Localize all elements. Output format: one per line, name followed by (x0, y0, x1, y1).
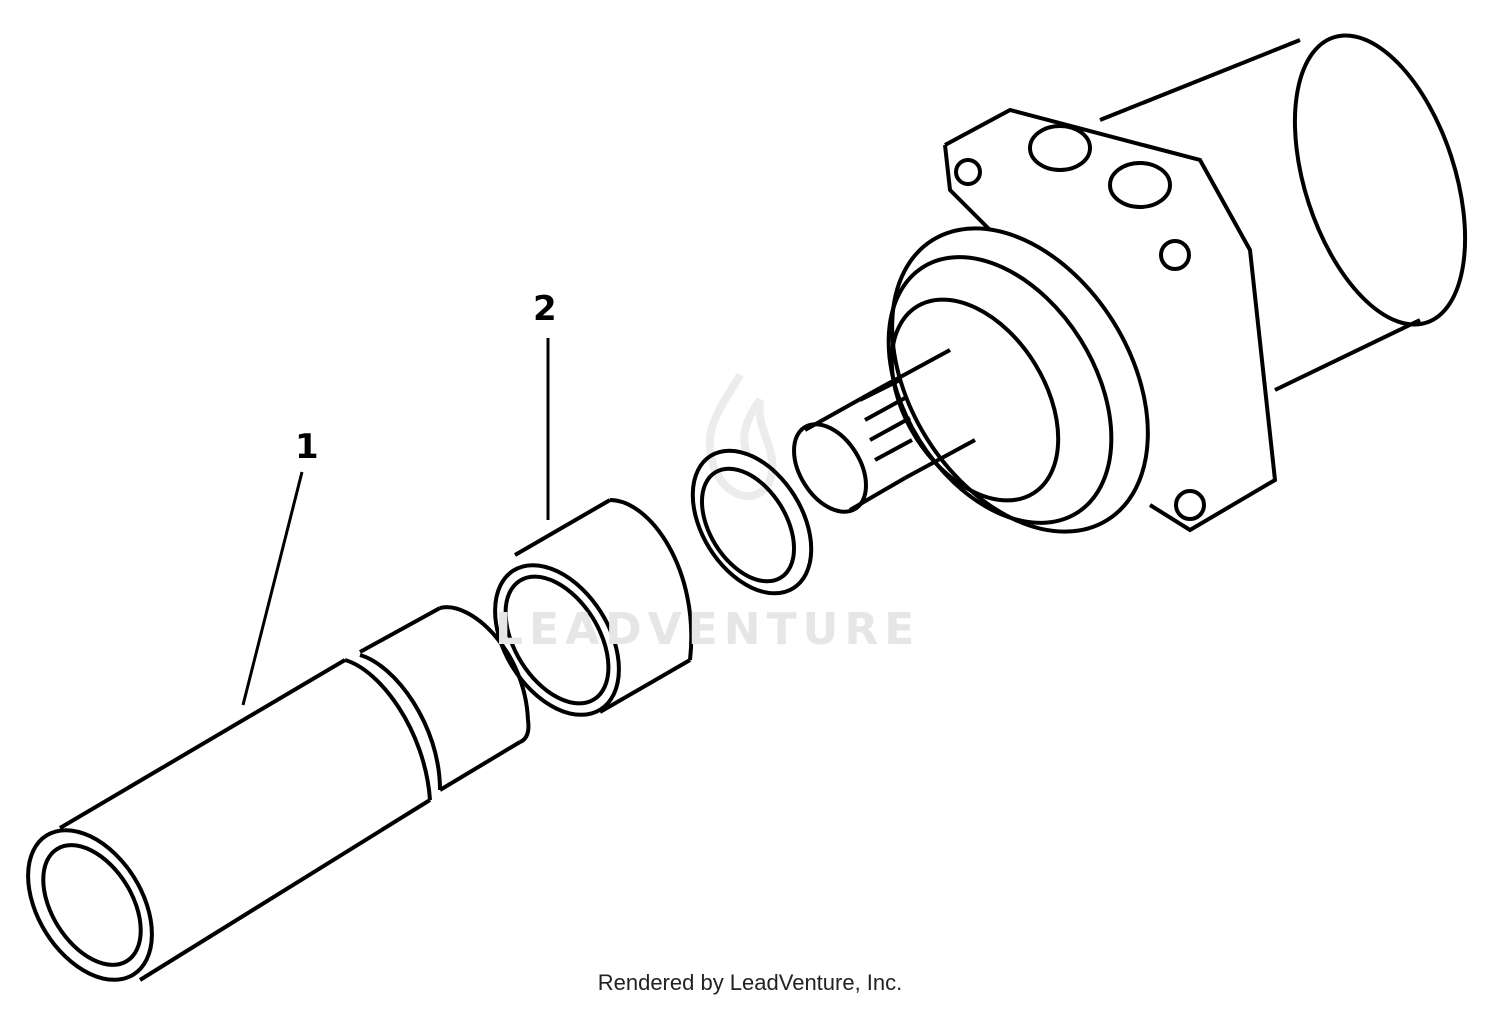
watermark-flame-logo (705, 373, 777, 500)
leader-line-1 (241, 471, 304, 706)
hydraulic-motor-body (886, 33, 1468, 534)
washer-ring (690, 448, 814, 596)
callout-2: 2 (533, 289, 557, 329)
watermark-text: LEADVENTURE (495, 604, 921, 655)
callout-1: 1 (295, 427, 319, 467)
leader-lines (241, 338, 550, 706)
motor-shaft (792, 348, 976, 514)
rendered-by-credit: Rendered by LeadVenture, Inc. (597, 970, 903, 995)
part-2-bushing (493, 498, 694, 717)
part-1-sleeve-tube (26, 605, 531, 982)
